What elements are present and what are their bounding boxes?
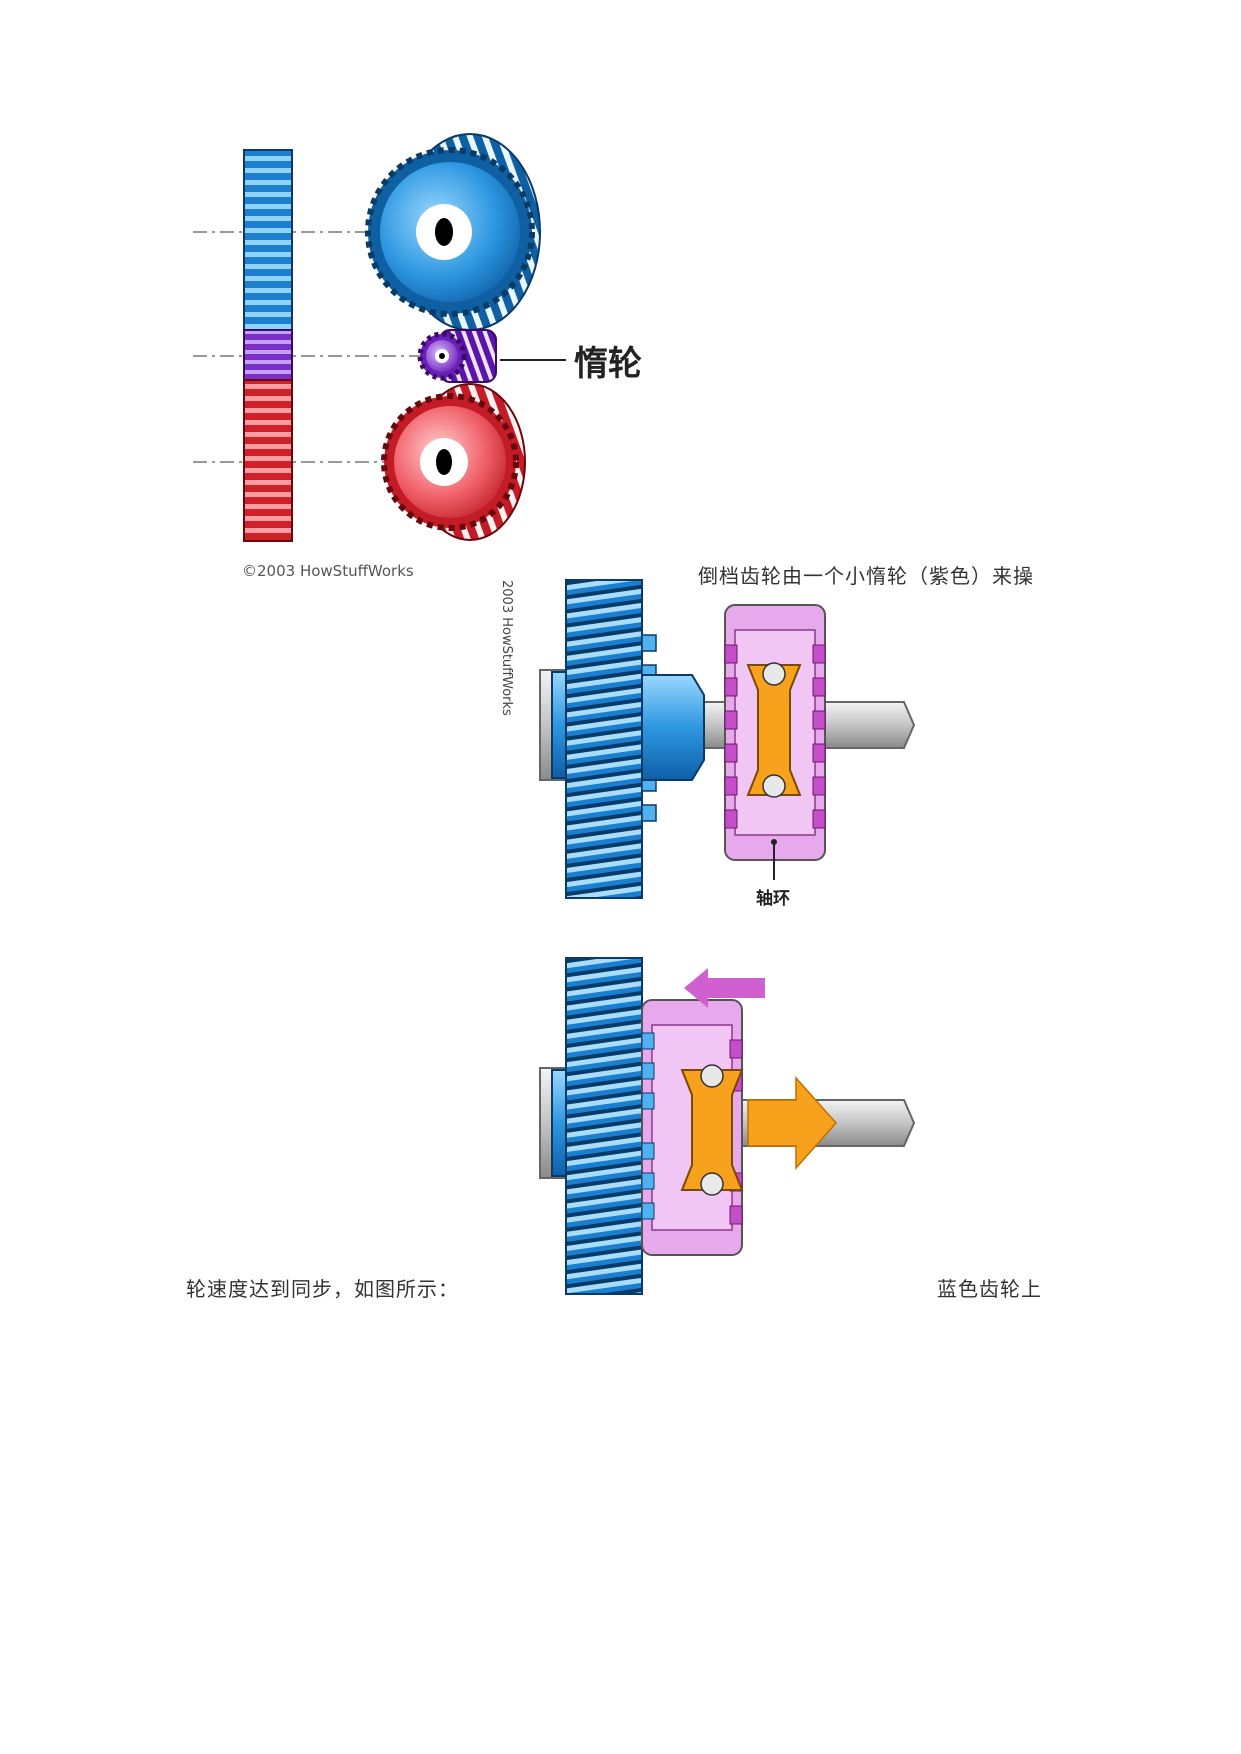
idler-label: 惰轮 [574, 344, 642, 384]
text-line-2-right: 蓝色齿轮上 [937, 1277, 1042, 1301]
blue-gear-face-2 [565, 957, 643, 1295]
push-right-arrow [747, 1076, 838, 1170]
gear-side-view [243, 149, 293, 542]
blue-gear [365, 133, 541, 331]
purple-idler-gear [417, 329, 497, 383]
shift-left-arrow [684, 968, 765, 1008]
collar-figure-engaged [539, 957, 916, 1295]
red-gear [381, 383, 526, 541]
blue-gear-face [565, 579, 643, 899]
idler-gear-figure [193, 133, 566, 542]
copyright-1: ©2003 HowStuffWorks [242, 562, 414, 580]
collar-label: 轴环 [756, 889, 790, 909]
text-line-1-right: 倒档齿轮由一个小惰轮（紫色）来操 [698, 564, 1034, 588]
text-line-2-left: 轮速度达到同步，如图所示： [186, 1277, 459, 1301]
collar [724, 604, 826, 880]
collar-engaged [641, 999, 744, 1256]
collar-figure-neutral [539, 579, 916, 899]
